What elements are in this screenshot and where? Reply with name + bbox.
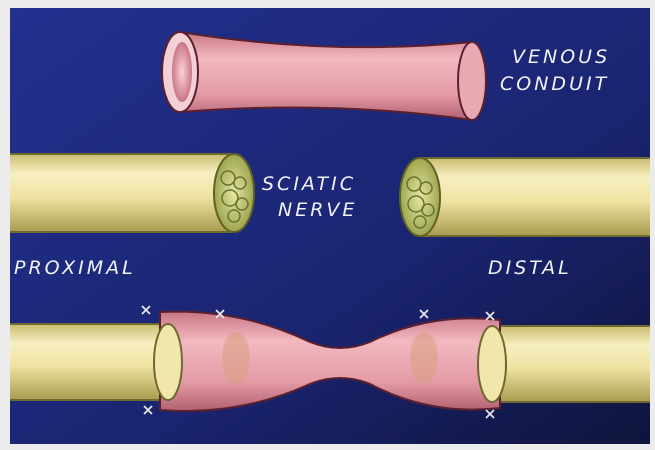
label-proximal: PROXIMAL [14,257,136,279]
label-conduit: CONDUIT [500,73,609,95]
nerve-repair-diagram: VENOUS CONDUIT SCIATIC NERVE PROXIMAL DI… [10,8,650,444]
label-distal: DISTAL [488,257,572,279]
label-nerve: NERVE [278,199,357,221]
label-venous: VENOUS [512,46,610,68]
distal-nerve-stump [400,158,650,236]
proximal-nerve-stump [10,154,254,232]
label-sciatic: SCIATIC [262,173,356,195]
illustration: VENOUS CONDUIT SCIATIC NERVE PROXIMAL DI… [10,8,650,444]
